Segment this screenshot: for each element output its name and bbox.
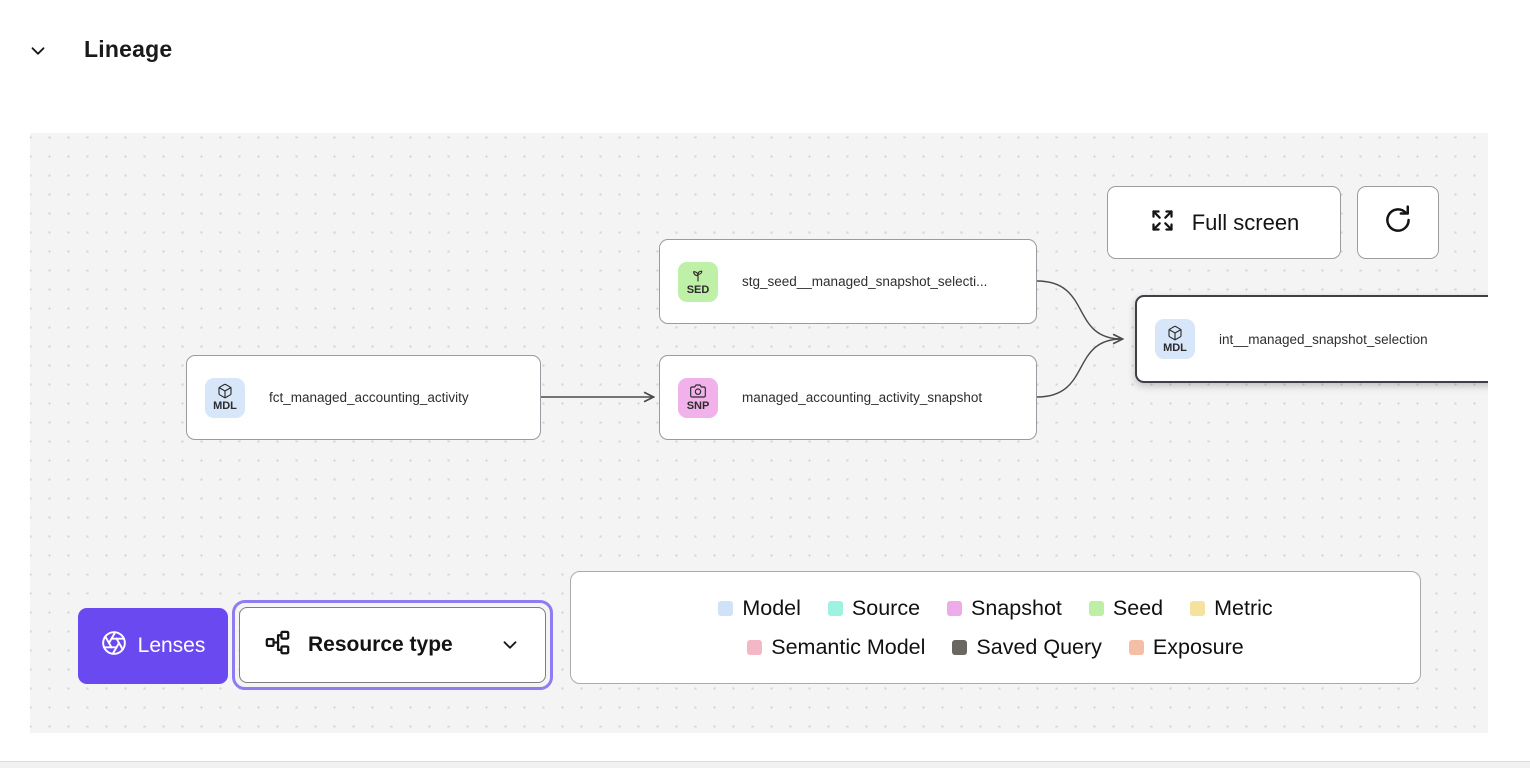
legend-item-seed: Seed [1088,595,1164,621]
node-label: int__managed_snapshot_selection [1219,331,1428,347]
badge-label: MDL [1163,341,1187,354]
expand-arrows-icon [1149,207,1176,239]
full-screen-label: Full screen [1191,209,1300,235]
legend-item-source: Source [827,595,921,621]
chevron-down-icon [499,634,521,656]
legend-label: Exposure [1152,634,1244,659]
snapshot-badge: SNP [678,377,718,418]
lineage-canvas[interactable]: Full screen SED stg_seed__managed_snapsh… [30,133,1488,733]
node-label: fct_managed_accounting_activity [269,390,469,405]
refresh-button[interactable] [1357,186,1439,259]
resource-type-dropdown[interactable]: Resource type [239,607,546,683]
cube-icon [1167,325,1183,341]
chevron-down-icon[interactable] [26,39,50,63]
lineage-node-snapshot[interactable]: SNP managed_accounting_activity_snapshot [659,355,1037,440]
lenses-label: Lenses [137,634,206,657]
model-swatch [718,600,734,616]
lenses-button[interactable]: Lenses [78,608,228,684]
resource-type-label: Resource type [308,633,453,656]
seed-swatch [1088,600,1104,616]
bottom-divider [0,761,1530,768]
legend-row: Model Source Snapshot Seed Metric [718,595,1273,621]
lineage-node-fct-managed-accounting-activity[interactable]: MDL fct_managed_accounting_activity [186,355,541,440]
legend-label: Saved Query [976,634,1102,659]
source-swatch [827,600,843,616]
seed-badge: SED [678,261,718,302]
legend-label: Seed [1112,595,1164,620]
camera-icon [690,383,706,399]
hierarchy-icon [264,629,291,661]
model-badge: MDL [205,377,245,418]
legend-panel: Model Source Snapshot Seed Metric S [570,571,1421,684]
snapshot-swatch [947,600,963,616]
metric-swatch [1190,600,1206,616]
node-label: stg_seed__managed_snapshot_selecti... [742,274,988,289]
refresh-icon [1383,205,1413,240]
semantic-model-swatch [747,639,763,655]
legend-item-saved-query: Saved Query [952,634,1102,660]
legend-item-exposure: Exposure [1128,634,1244,660]
legend-row: Semantic Model Saved Query Exposure [747,634,1244,660]
legend-label: Model [742,595,801,620]
saved-query-swatch [952,639,968,655]
lineage-section-header: Lineage [0,0,1530,100]
legend-label: Snapshot [971,595,1062,620]
lineage-node-int-managed-snapshot-selection[interactable]: MDL int__managed_snapshot_selection [1135,295,1488,383]
badge-label: MDL [213,400,237,412]
node-label: managed_accounting_activity_snapshot [742,390,983,405]
full-screen-button[interactable]: Full screen [1107,186,1341,259]
resource-type-focus-ring: Resource type [232,600,553,690]
legend-item-semantic-model: Semantic Model [747,635,925,660]
legend-item-snapshot: Snapshot [947,596,1062,621]
seed-icon [690,267,706,283]
cube-icon [217,383,233,399]
model-badge: MDL [1155,319,1195,359]
exposure-swatch [1128,639,1144,655]
legend-label: Semantic Model [771,634,926,659]
aperture-icon [101,630,127,662]
legend-item-metric: Metric [1190,596,1273,621]
badge-label: SNP [686,400,710,412]
legend-item-model: Model [718,596,801,621]
legend-label: Metric [1214,595,1273,620]
legend-label: Source [851,595,921,620]
page-title: Lineage [84,36,173,62]
lineage-node-stg-seed[interactable]: SED stg_seed__managed_snapshot_selecti..… [659,239,1037,324]
badge-label: SED [686,284,710,296]
